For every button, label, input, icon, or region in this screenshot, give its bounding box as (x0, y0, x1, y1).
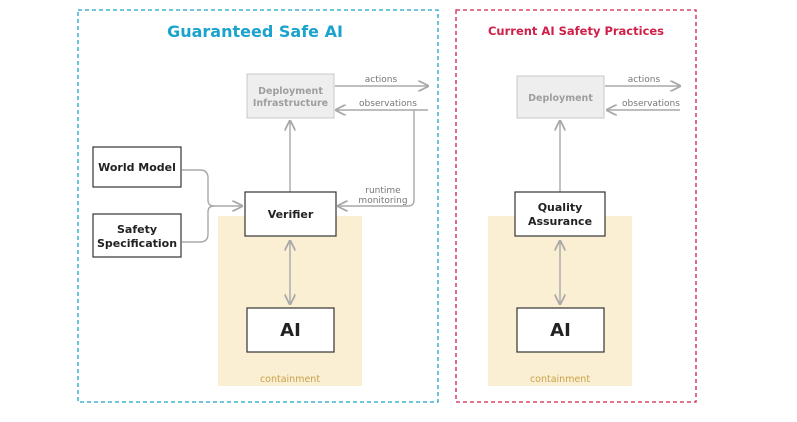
gsai-panel-title: Guaranteed Safe AI (167, 22, 343, 41)
gsai-deployment-label-1: Deployment (258, 86, 323, 97)
world-model-box (92, 146, 182, 188)
gsai-actions-label: actions (365, 75, 398, 85)
gsai-containment-label: containment (260, 374, 320, 385)
current-deployment-box (516, 75, 605, 119)
current-panel-border (455, 9, 697, 403)
world-model-to-verifier-connector (182, 169, 242, 206)
world-model-label: World Model (98, 161, 176, 174)
current-ai-box (516, 307, 605, 353)
gsai-runtime-monitoring-arrow (338, 110, 415, 206)
current-actions-label: actions (628, 75, 661, 85)
gsai-deployment-label-2: Infrastructure (253, 98, 328, 109)
gsai-observations-label: observations (359, 99, 417, 109)
current-observations-label: observations (622, 99, 680, 109)
current-ai-label: AI (550, 320, 571, 341)
gsai-deployment-box (246, 73, 335, 119)
quality-assurance-box (514, 191, 606, 237)
safety-specification-label-1: Safety (117, 223, 157, 236)
gsai-ai-box (246, 307, 335, 353)
safety-specification-label-2: Specification (97, 237, 177, 250)
safety-spec-to-verifier-connector (182, 205, 215, 243)
verifier-label: Verifier (268, 208, 314, 221)
safety-specification-box (92, 213, 182, 258)
current-deployment-label: Deployment (528, 93, 593, 104)
current-panel-title: Current AI Safety Practices (488, 24, 664, 38)
gsai-panel-border (77, 9, 439, 403)
gsai-ai-label: AI (280, 320, 301, 341)
verifier-box (244, 191, 337, 237)
quality-assurance-label-1: Quality (538, 201, 583, 214)
gsai-runtime-label-1: runtime (365, 186, 401, 196)
quality-assurance-label-2: Assurance (528, 215, 592, 228)
gsai-runtime-label-2: monitoring (358, 196, 407, 206)
current-containment-label: containment (530, 374, 590, 385)
